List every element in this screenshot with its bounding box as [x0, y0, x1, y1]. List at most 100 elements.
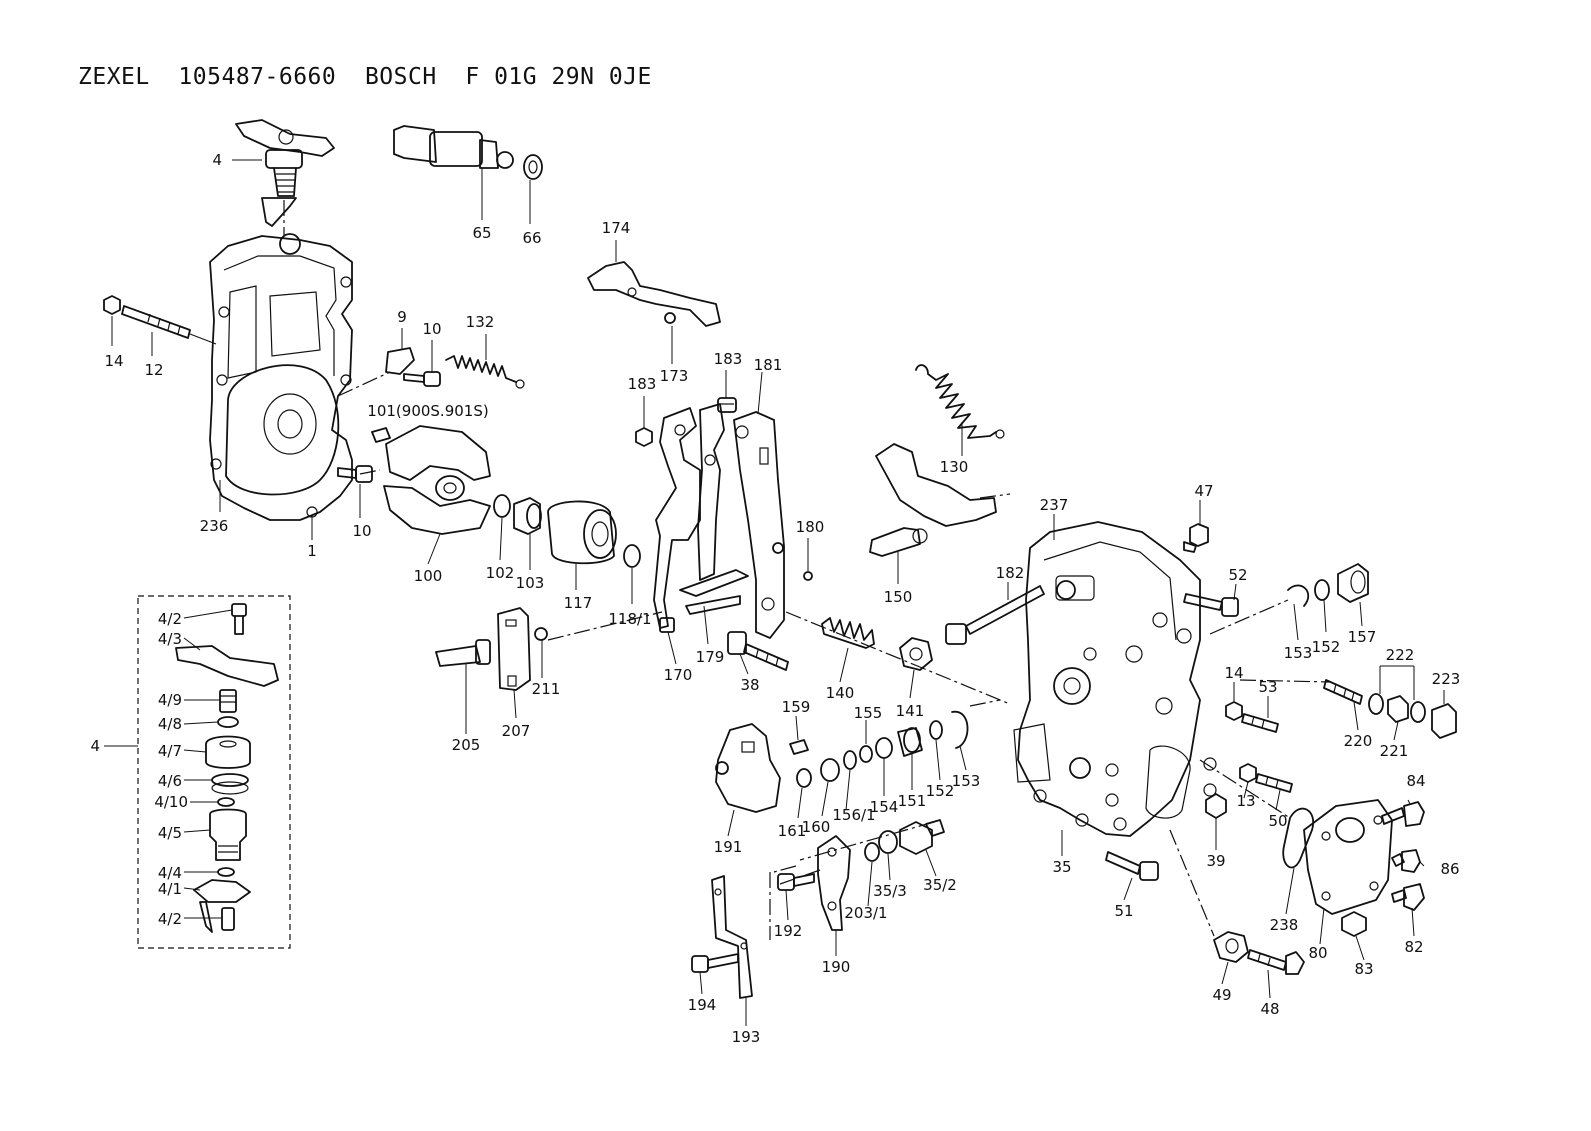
part-170-lever-assembly — [653, 403, 749, 633]
part-4-stop-assembly — [235, 119, 335, 227]
callout-220: 220 — [1344, 732, 1373, 750]
part-10-screw-upper — [403, 371, 441, 387]
part-174-bracket — [587, 261, 721, 327]
callout-4-6: 4/6 — [158, 772, 182, 790]
part-49-nut — [1213, 931, 1249, 963]
part-194-screw — [691, 953, 739, 973]
callout-84: 84 — [1406, 772, 1425, 790]
callout-86: 86 — [1440, 860, 1459, 878]
callout-102: 102 — [486, 564, 515, 582]
part-1-governor-housing — [209, 233, 353, 521]
part-132-spring — [445, 355, 525, 389]
callout-192: 192 — [774, 922, 803, 940]
callout-13: 13 — [1236, 792, 1255, 810]
diagram-title: ZEXEL 105487-6660 BOSCH F 01G 29N 0JE — [78, 64, 652, 90]
callout-4-2-top: 4/2 — [158, 610, 182, 628]
part-35-2-plug — [899, 819, 945, 855]
callout-118-1: 118/1 — [608, 610, 651, 628]
callout-4-9: 4/9 — [158, 691, 182, 709]
callout-207: 207 — [502, 722, 531, 740]
part-47-screw — [1183, 523, 1209, 553]
callout-221: 221 — [1380, 742, 1409, 760]
part-101-key — [371, 427, 391, 443]
callout-4: 4 — [212, 151, 222, 169]
callout-4-2-bottom: 4/2 — [158, 910, 182, 928]
part-181-lever — [733, 411, 785, 639]
part-4-8-washer — [217, 716, 239, 728]
part-156-1-shim — [843, 750, 857, 770]
callout-179: 179 — [696, 648, 725, 666]
callout-152-lower: 152 — [926, 782, 955, 800]
callout-170: 170 — [664, 666, 693, 684]
callout-132: 132 — [466, 313, 495, 331]
callout-236: 236 — [200, 517, 229, 535]
callout-35-3: 35/3 — [873, 882, 907, 900]
callout-191: 191 — [714, 838, 743, 856]
callout-4-10: 4/10 — [154, 793, 188, 811]
callout-52: 52 — [1228, 566, 1247, 584]
part-191-bracket — [715, 723, 781, 813]
callout-labels: 4 65 66 174 173 14 12 9 10 132 101(900S.… — [90, 151, 1460, 1046]
callout-14-right: 14 — [1224, 664, 1243, 682]
part-4-9-screw — [219, 689, 237, 713]
callout-50: 50 — [1268, 812, 1287, 830]
part-13-nut — [1239, 763, 1257, 783]
part-160-sleeve — [820, 758, 840, 782]
part-38-screw — [727, 631, 789, 671]
part-203-1-washer — [864, 842, 880, 862]
part-140-spring — [821, 617, 875, 649]
part-66-washer — [523, 154, 543, 180]
callout-130: 130 — [940, 458, 969, 476]
part-154-ring — [875, 737, 893, 759]
callout-47: 47 — [1194, 482, 1213, 500]
part-48-screw — [1247, 949, 1305, 975]
part-151-sleeve — [897, 727, 923, 757]
callout-183-a: 183 — [628, 375, 657, 393]
part-83-screw — [1341, 911, 1367, 937]
part-4-10-oring — [217, 797, 235, 807]
part-80-cover — [1303, 799, 1393, 915]
callout-174: 174 — [602, 219, 631, 237]
callout-153-upper: 153 — [1284, 644, 1313, 662]
part-157-cap — [1337, 563, 1369, 603]
callout-159: 159 — [782, 698, 811, 716]
callout-4-8: 4/8 — [158, 715, 182, 733]
callout-48: 48 — [1260, 1000, 1279, 1018]
callout-80: 80 — [1308, 944, 1327, 962]
part-14-nut — [103, 295, 121, 315]
callout-190: 190 — [822, 958, 851, 976]
part-102-washer — [493, 494, 511, 518]
callout-100: 100 — [414, 567, 443, 585]
part-52-screw — [1183, 593, 1239, 617]
part-180-pin — [803, 571, 813, 581]
callout-160: 160 — [802, 818, 831, 836]
part-39-nut — [1205, 793, 1227, 819]
callout-4-3: 4/3 — [158, 630, 182, 648]
callout-66: 66 — [522, 229, 541, 247]
part-205-pin — [435, 639, 491, 667]
part-9-plate — [385, 347, 415, 375]
callout-193: 193 — [732, 1028, 761, 1046]
callout-14: 14 — [104, 352, 123, 370]
callout-152-upper: 152 — [1312, 638, 1341, 656]
callout-238: 238 — [1270, 916, 1299, 934]
part-152-oring — [929, 720, 943, 740]
callout-151: 151 — [898, 792, 927, 810]
callout-10-lower: 10 — [352, 522, 371, 540]
callout-237: 237 — [1040, 496, 1069, 514]
callout-4-detail: 4 — [90, 737, 100, 755]
callout-141: 141 — [896, 702, 925, 720]
callout-117: 117 — [564, 594, 593, 612]
part-51-screw — [1105, 851, 1159, 881]
callout-10-upper: 10 — [422, 320, 441, 338]
part-103-sleeve — [513, 497, 542, 535]
part-100-flyweights — [383, 425, 491, 535]
part-4-7-cap — [205, 735, 251, 769]
part-50-screw — [1255, 773, 1293, 793]
part-4-2-screw-bottom — [221, 907, 235, 931]
part-12-stud — [121, 305, 217, 345]
part-223-cap — [1431, 703, 1457, 739]
part-207-plate — [497, 607, 531, 691]
